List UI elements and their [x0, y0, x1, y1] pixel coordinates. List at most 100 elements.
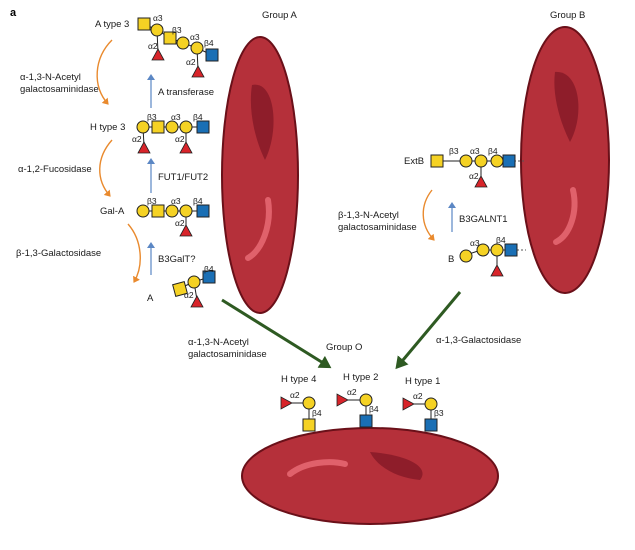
label-h-type4: H type 4 — [281, 374, 316, 385]
label-gal-a: Gal-A — [100, 206, 125, 217]
svg-text:α2: α2 — [184, 290, 194, 300]
svg-text:β4: β4 — [312, 408, 322, 418]
galactose-icon — [150, 23, 164, 37]
label-h-type3: H type 3 — [90, 122, 125, 133]
enzyme-b3galt: B3GalT? — [158, 254, 196, 265]
galactose-icon — [490, 243, 504, 257]
enzyme-arrow-b — [422, 189, 435, 241]
svg-text:β4: β4 — [204, 38, 214, 48]
galactose-icon — [179, 120, 193, 134]
svg-text:β4: β4 — [496, 235, 506, 245]
svg-text:α2: α2 — [186, 57, 196, 67]
enzyme-galnac-ase-b-line1: β-1,3-N-Acetyl — [338, 210, 399, 221]
galnac-icon — [151, 204, 165, 218]
enzyme-galnac-ase-o-line1: α-1,3-N-Acetyl — [188, 337, 249, 348]
svg-text:α3: α3 — [470, 146, 480, 156]
svg-text:α2: α2 — [347, 387, 357, 397]
svg-text:α2: α2 — [175, 218, 185, 228]
label-b: B — [448, 254, 454, 265]
fucose-icon — [191, 65, 205, 78]
transferase-arrows — [147, 74, 456, 275]
fucose-icon — [151, 48, 165, 61]
glycan-a: A β4 α2 — [147, 264, 216, 308]
label-h-type2: H type 2 — [343, 372, 378, 383]
svg-text:α3: α3 — [171, 196, 181, 206]
red-blood-cell-group-o — [241, 427, 499, 525]
svg-text:β3: β3 — [147, 196, 157, 206]
glcnac-icon — [424, 418, 438, 432]
glycan-a-type3: A type 3 α3 β3 α3 β4 α2 α2 — [95, 13, 219, 78]
group-o-title: Group O — [326, 342, 362, 353]
fucose-icon — [336, 393, 349, 407]
label-extb: ExtB — [404, 156, 424, 167]
svg-text:α3: α3 — [171, 112, 181, 122]
galactose-icon — [359, 393, 373, 407]
glcnac-icon — [196, 204, 210, 218]
fucose-icon — [190, 295, 204, 308]
galnac-icon — [163, 31, 177, 45]
galnac-icon — [430, 154, 444, 168]
enzyme-fut: FUT1/FUT2 — [158, 172, 208, 183]
enzyme-a-transferase: A transferase — [158, 87, 214, 98]
fucose-icon — [137, 141, 151, 154]
label-h-type1: H type 1 — [405, 376, 440, 387]
label-a-type3: A type 3 — [95, 19, 129, 30]
glcnac-icon — [196, 120, 210, 134]
svg-text:α2: α2 — [469, 171, 479, 181]
panel-letter: a — [10, 7, 17, 19]
svg-text:β4: β4 — [204, 264, 214, 274]
svg-text:α2: α2 — [148, 41, 158, 51]
svg-text:β4: β4 — [193, 112, 203, 122]
glcnac-icon — [502, 154, 516, 168]
enzyme-galnac-ase-a-line1: α-1,3-N-Acetyl — [20, 72, 81, 83]
glycan-h-type2: H type 2 α2 β4 — [336, 372, 379, 428]
galactose-icon — [176, 36, 190, 50]
enzyme-galnac-ase-b-line2: galactosaminidase — [338, 222, 417, 233]
glcnac-icon — [205, 48, 219, 62]
glycan-h-type1: H type 1 α2 β3 — [402, 376, 444, 432]
svg-text:α2: α2 — [175, 134, 185, 144]
svg-text:β3: β3 — [147, 112, 157, 122]
galnac-icon — [137, 17, 151, 31]
fucose-icon — [402, 397, 415, 411]
enzyme-fucosidase: α-1,2-Fucosidase — [18, 164, 92, 175]
glycan-h-type4: H type 4 α2 β4 — [280, 374, 322, 432]
fucose-icon — [490, 264, 504, 277]
galactose-icon — [165, 204, 179, 218]
conversion-arrow-a-to-o — [221, 298, 332, 369]
galactose-icon — [459, 154, 473, 168]
label-a: A — [147, 293, 154, 304]
red-blood-cell-group-b — [520, 26, 610, 294]
group-a-title: Group A — [262, 10, 298, 21]
fucose-icon — [474, 175, 488, 188]
fucose-icon — [179, 224, 193, 237]
galactose-icon — [476, 243, 490, 257]
svg-text:α3: α3 — [190, 32, 200, 42]
svg-text:α3: α3 — [470, 238, 480, 248]
enzyme-galnac-ase-o-line2: galactosaminidase — [188, 349, 267, 360]
galactose-icon — [424, 397, 438, 411]
galactose-icon — [136, 204, 150, 218]
galactose-icon — [459, 249, 473, 263]
enzyme-b13-galactosidase: β-1,3-Galactosidase — [16, 248, 101, 259]
svg-text:α2: α2 — [413, 391, 423, 401]
glcnac-icon — [202, 270, 216, 284]
glycan-gal-a: Gal-A β3 α3 β4 α2 — [100, 196, 210, 237]
glycan-h-type3: H type 3 β3 α3 β4 α2 α2 — [90, 112, 210, 154]
galactose-icon — [165, 120, 179, 134]
galnac-icon — [172, 281, 188, 297]
galactose-icon — [474, 154, 488, 168]
svg-text:β3: β3 — [449, 146, 459, 156]
red-blood-cell-group-a — [221, 36, 299, 314]
left-enzyme-arrows — [96, 39, 141, 283]
group-b-title: Group B — [550, 10, 585, 21]
galactose-icon — [187, 275, 201, 289]
galnac-icon — [151, 120, 165, 134]
svg-text:β3: β3 — [172, 25, 182, 35]
svg-text:α2: α2 — [290, 390, 300, 400]
svg-text:α2: α2 — [132, 134, 142, 144]
glcnac-icon — [359, 414, 373, 428]
glycan-b: B α3 β4 — [448, 235, 526, 277]
